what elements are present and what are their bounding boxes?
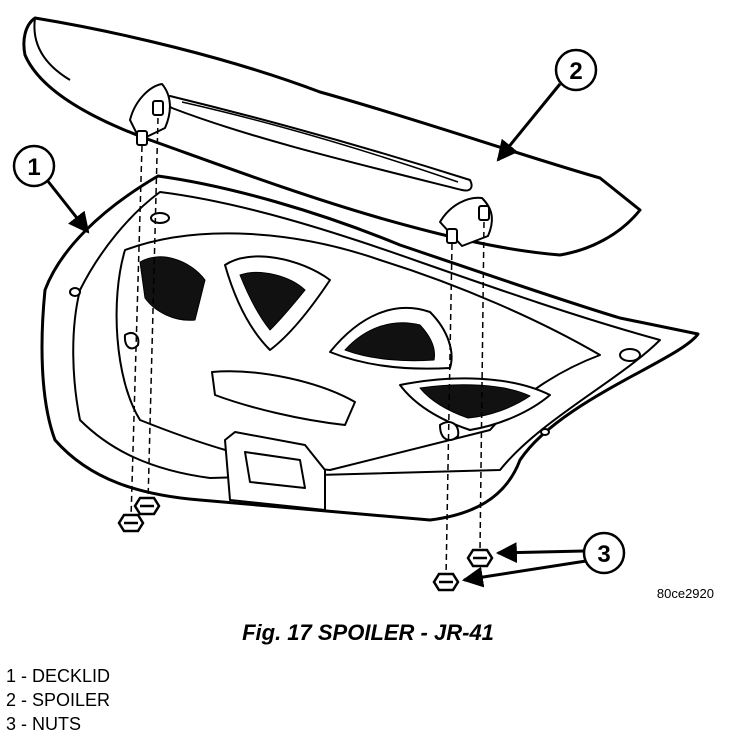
callout-1: 1 [12,144,90,234]
callout-2: 2 [496,48,598,162]
image-code: 80ce2920 [657,586,714,601]
callout-2-number: 2 [569,58,582,85]
callout-3-number: 3 [597,541,610,568]
legend-item-nuts: 3 - NUTS [6,714,82,734]
decklid-illustration [40,174,700,522]
spoiler-studs [136,100,490,244]
figure-caption: Fig. 17 SPOILER - JR-41 [242,620,494,645]
nut [117,513,145,533]
alignment-lines [130,117,485,579]
legend-item-spoiler: 2 - SPOILER [6,690,111,710]
legend-item-decklid: 1 - DECKLID [6,666,111,686]
callout-1-number: 1 [27,154,40,181]
spoiler-illustration [22,16,642,257]
nut [432,572,460,592]
spoiler-exploded-diagram: 1 2 3 80ce2920 [12,16,714,601]
legend: 1 - DECKLID 2 - SPOILER 3 - NUTS [6,664,110,736]
nuts-illustration [117,496,494,592]
callout-3: 3 [461,531,626,588]
nut [466,548,494,568]
nut [133,496,161,516]
